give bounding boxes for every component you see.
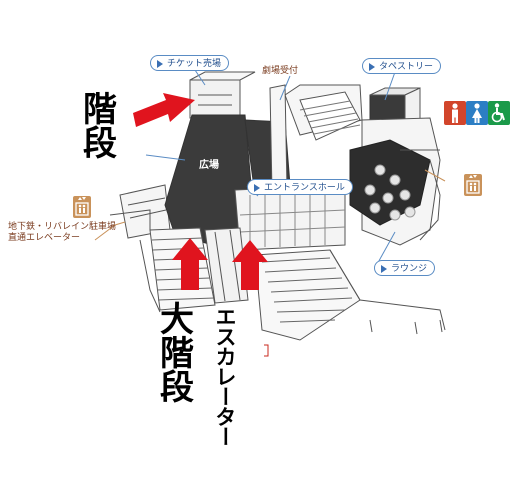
triangle-bullet-icon — [381, 265, 387, 273]
grand-stairs-text: 大階段 — [160, 300, 194, 408]
triangle-bullet-icon — [369, 63, 375, 71]
escalator-annotation: エスカレーター — [213, 306, 237, 446]
elevator-icon — [464, 174, 482, 196]
lounge-label: ラウンジ — [391, 264, 428, 274]
stairs-text: 階段 — [83, 90, 117, 164]
lounge-callout: ラウンジ — [374, 260, 436, 276]
ticket-counter-callout: チケット売場 — [150, 55, 230, 71]
subway-elevator-label: 地下鉄・リバレイン駐車場 直通エレベーター — [8, 222, 116, 244]
ticket-counter-label: チケット売場 — [167, 59, 222, 69]
subway-line1: 地下鉄・リバレイン駐車場 — [8, 222, 117, 232]
tapestry-label: タペストリー — [379, 62, 434, 72]
wheelchair-icon — [488, 101, 510, 125]
theater-reception-label: 劇場受付 — [262, 66, 299, 76]
male-restroom-icon — [444, 101, 466, 125]
plaza-label: 広場 — [199, 160, 219, 171]
elevator-icon — [73, 196, 91, 218]
entrance-hall-callout: エントランスホール — [247, 179, 353, 195]
subway-line2: 直通エレベーター — [8, 233, 81, 243]
tapestry-callout: タペストリー — [362, 58, 442, 74]
entrance-hall-label: エントランスホール — [264, 183, 345, 193]
stairs-arrow — [133, 93, 195, 127]
grand-stairs-annotation: 大階段 — [160, 303, 198, 405]
stairs-annotation: 階段 — [83, 93, 121, 161]
triangle-bullet-icon — [157, 60, 163, 68]
grand-stairs-arrow — [172, 238, 208, 290]
escalator-arrow — [232, 240, 268, 290]
female-restroom-icon — [466, 101, 488, 125]
triangle-bullet-icon — [254, 184, 260, 192]
